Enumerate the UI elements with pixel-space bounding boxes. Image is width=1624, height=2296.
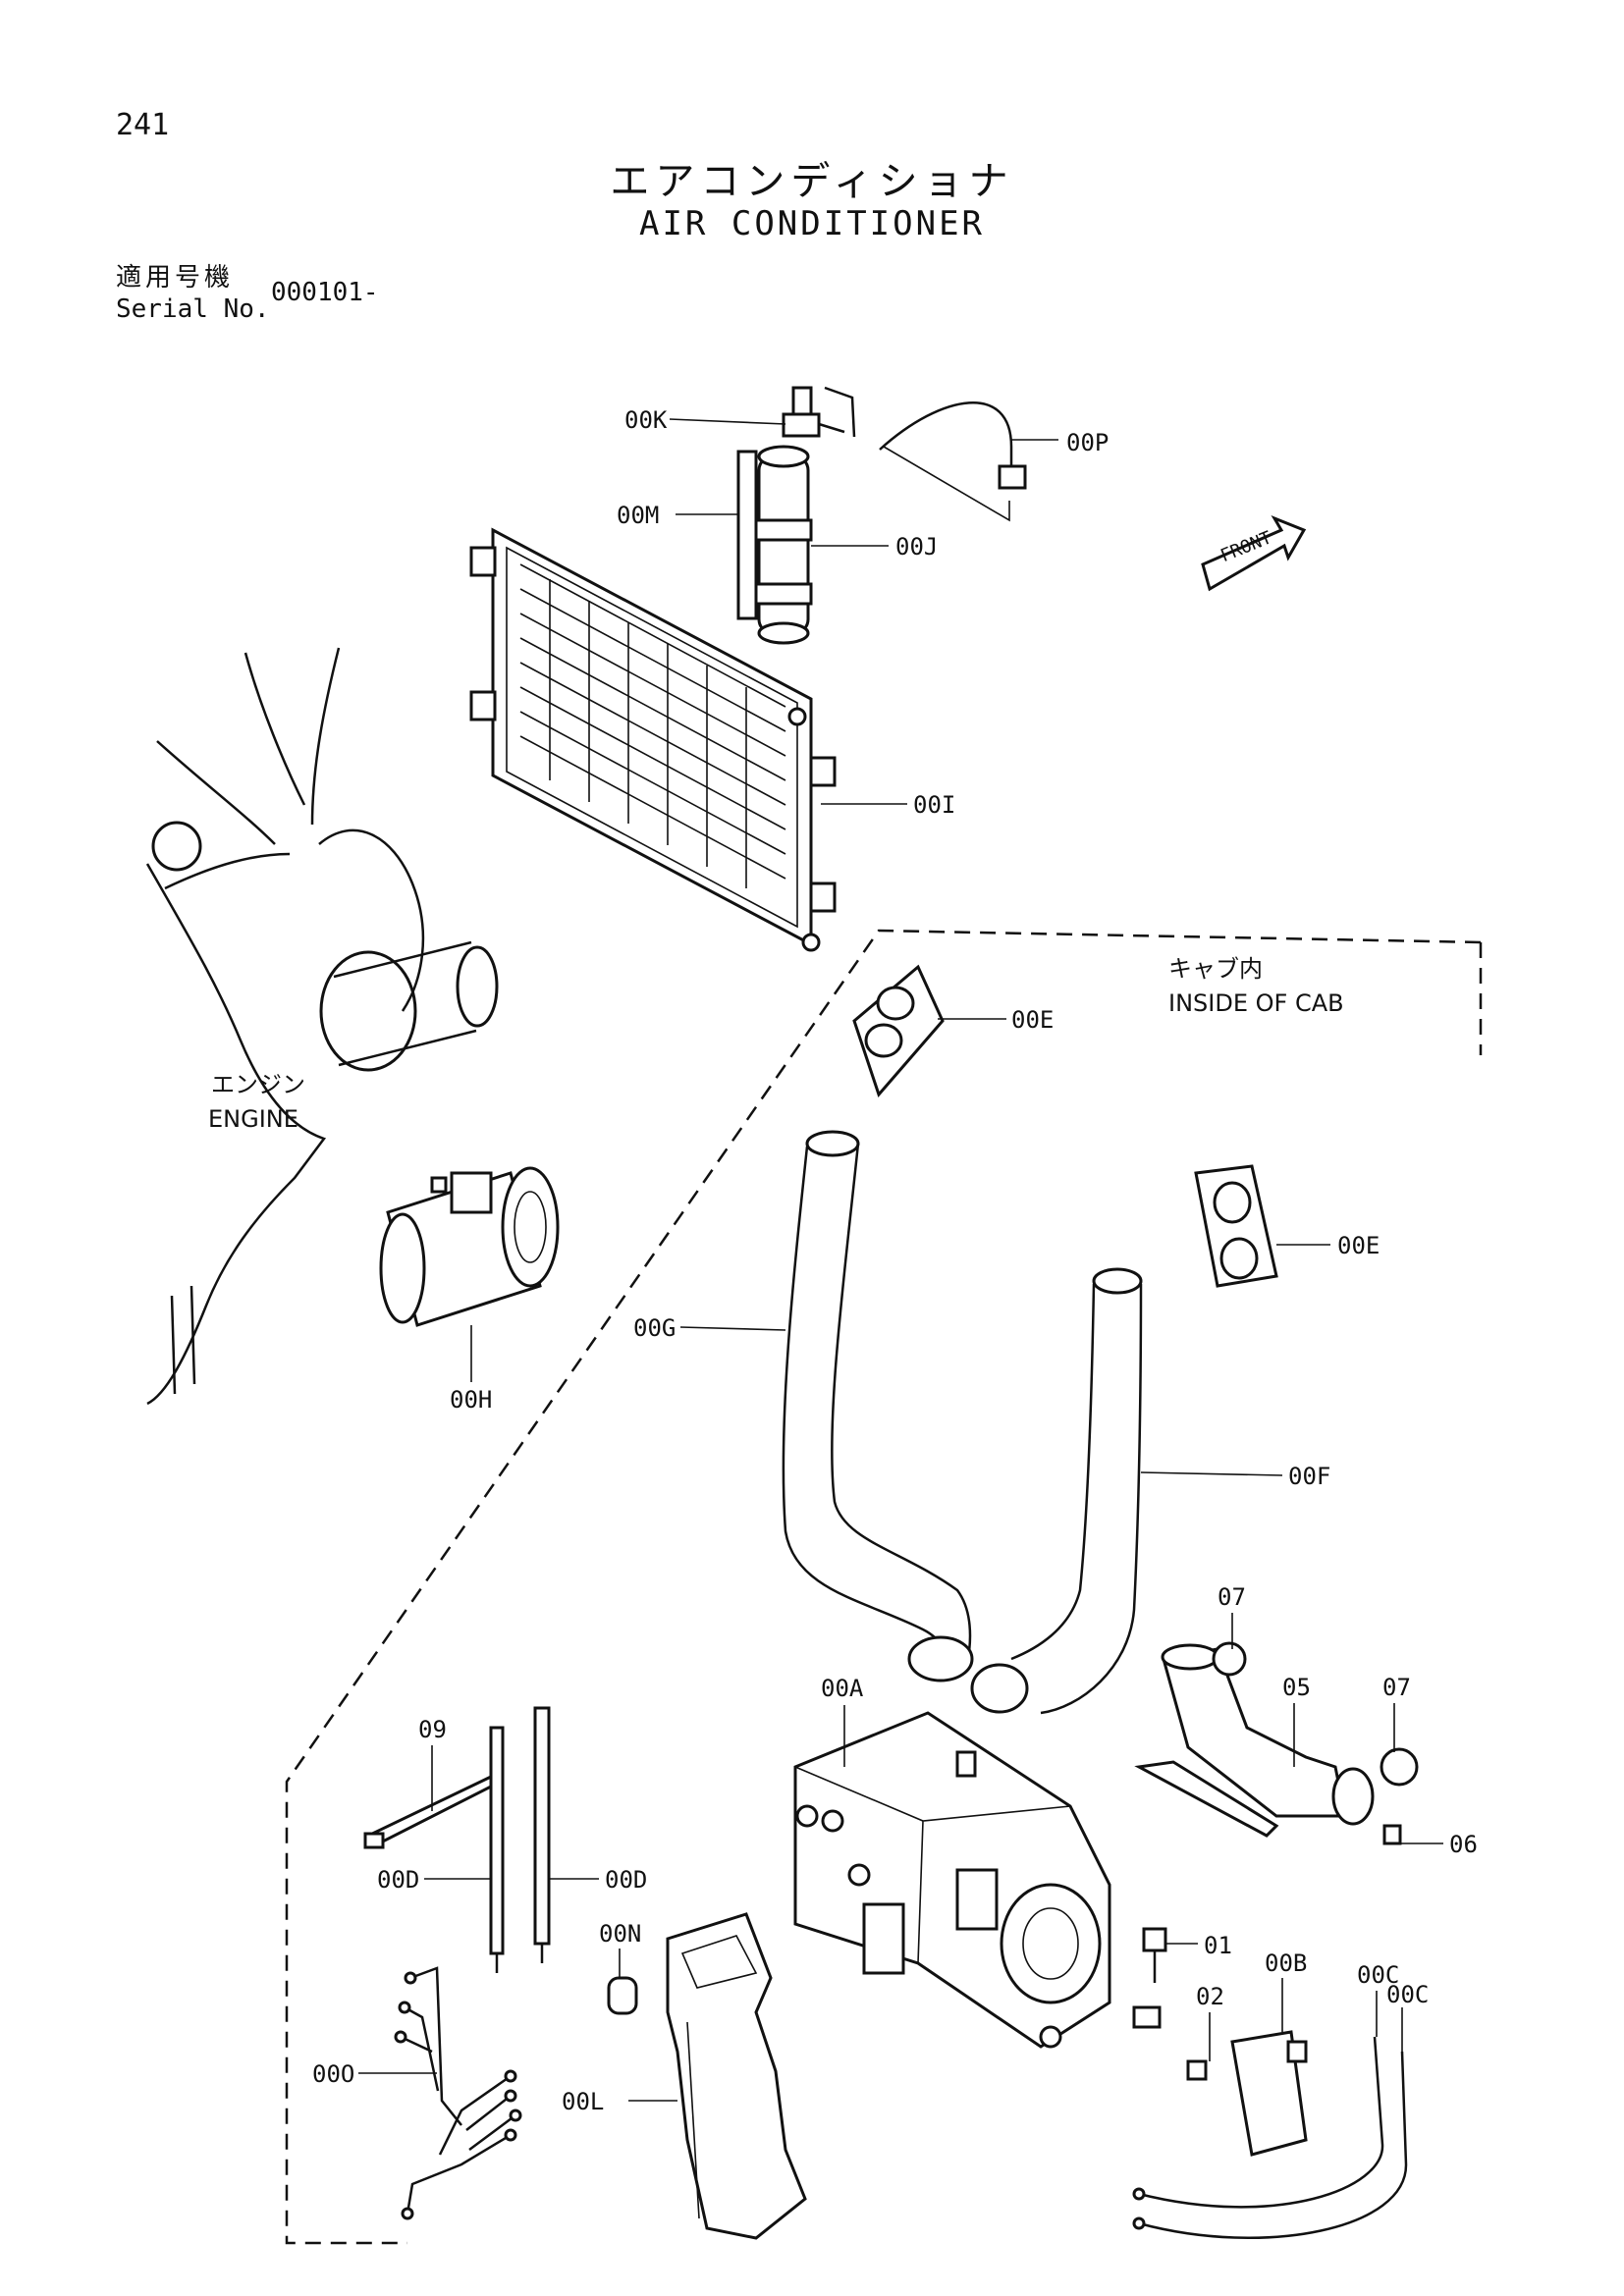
label-05: 05 [1282, 1674, 1311, 1701]
label-00D-b: 00D [605, 1866, 647, 1894]
label-00D-a: 00D [377, 1866, 419, 1894]
label-00F: 00F [1288, 1463, 1330, 1490]
label-01: 01 [1204, 1932, 1232, 1959]
inside-cab-label-jp: キャブ内 [1168, 955, 1263, 983]
label-07-a: 07 [1218, 1583, 1246, 1611]
grommet-middle [1194, 1164, 1278, 1288]
label-00O: 00O [312, 2060, 354, 2088]
label-00K: 00K [624, 406, 668, 434]
page-number: 241 [116, 108, 170, 142]
grommet-top [852, 964, 945, 1097]
pressure-switch [782, 386, 845, 438]
receiver-drier [754, 445, 813, 645]
label-00L: 00L [562, 2088, 604, 2115]
drain-hose-b [533, 1706, 551, 1963]
relay [1230, 2030, 1308, 2157]
harness-00c [1132, 2036, 1408, 2239]
label-00C-b: 00C [1386, 1981, 1429, 2008]
label-00E-top: 00E [1011, 1006, 1054, 1034]
page-title-en: AIR CONDITIONER [638, 204, 986, 243]
duct-hose-long [782, 1130, 974, 1682]
label-00G: 00G [633, 1314, 676, 1342]
label-00I: 00I [913, 791, 955, 819]
air-conditioner-unit [793, 1711, 1111, 2049]
bolt-02 [1132, 2005, 1162, 2029]
leader-lines [358, 418, 1443, 2102]
cab-boundary [285, 929, 1483, 2245]
drain-hose-a [489, 1726, 505, 1973]
label-00M: 00M [617, 502, 659, 529]
cable-tie [363, 1775, 498, 1849]
condenser [469, 527, 837, 952]
page-title-jp: エアコンディショナ [610, 159, 1014, 204]
label-00C-a: 00C [1357, 1961, 1399, 1989]
compressor [379, 1166, 560, 1327]
bolt-01 [1142, 1927, 1167, 1983]
engine-label-jp: エンジン [211, 1071, 305, 1098]
label-00B: 00B [1265, 1949, 1307, 1977]
serial-value: 000101- [271, 278, 379, 307]
label-02: 02 [1196, 1983, 1224, 2010]
inside-cab-label-en: INSIDE OF CAB [1168, 989, 1344, 1017]
label-09: 09 [418, 1716, 447, 1743]
hose-clamp-a [1212, 1641, 1247, 1677]
drier-bracket [736, 450, 758, 620]
duct-elbow [1134, 1643, 1375, 1838]
label-00A: 00A [821, 1675, 864, 1702]
label-00E-middle: 00E [1337, 1232, 1380, 1259]
label-00P: 00P [1066, 429, 1109, 456]
serial-label-jp: 適用号機 [116, 263, 235, 293]
switch-harness [824, 386, 1027, 522]
harness-00o [394, 1966, 522, 2220]
bolt-02b [1186, 2059, 1208, 2081]
serial-label-en: Serial No. [116, 294, 270, 324]
cushion [607, 1976, 638, 2015]
label-06: 06 [1449, 1831, 1478, 1858]
screw-06 [1382, 1824, 1402, 1845]
label-00J: 00J [895, 533, 938, 561]
duct-00l [666, 1912, 807, 2240]
label-07-b: 07 [1382, 1674, 1411, 1701]
front-arrow [1201, 514, 1307, 592]
label-00H: 00H [450, 1386, 492, 1414]
engine-outline [145, 647, 499, 1406]
label-00N: 00N [599, 1920, 641, 1948]
hose-clamp-b [1380, 1747, 1419, 1787]
engine-label-en: ENGINE [208, 1105, 298, 1133]
duct-hose-short [970, 1267, 1143, 1715]
